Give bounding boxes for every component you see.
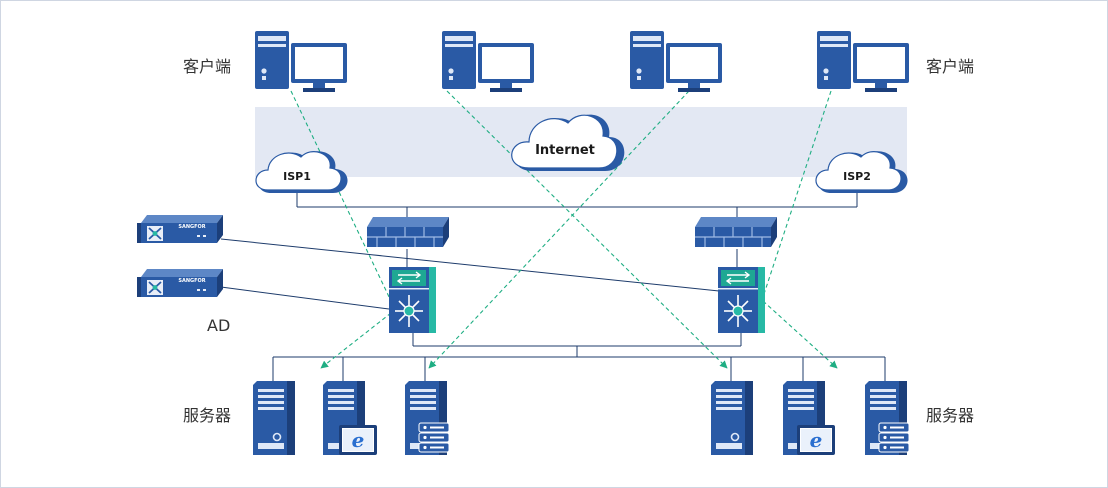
server-bus-lines [272, 333, 886, 381]
client-pc-2 [442, 31, 534, 92]
client-pc-4 [817, 31, 909, 92]
client-pc-1 [255, 31, 347, 92]
isp1-cloud [255, 151, 348, 193]
storage-badge-right [878, 422, 910, 453]
firewall-left [366, 216, 450, 248]
servers-left-label: 服务器 [183, 406, 231, 425]
appliance-1-brand: SANGFOR [178, 224, 205, 230]
firewall-right [694, 216, 778, 248]
storage-badge-left [418, 422, 450, 453]
isp1-cloud-label: ISP1 [283, 170, 311, 183]
ad-links [220, 238, 720, 310]
isp2-cloud-label: ISP2 [843, 170, 871, 183]
internet-cloud [511, 114, 625, 171]
server-1 [252, 380, 296, 456]
web-server-badge-right [797, 425, 835, 455]
internet-cloud-label: Internet [535, 143, 595, 158]
appliance-2-brand: SANGFOR [178, 278, 205, 284]
traffic-paths [290, 90, 838, 369]
isp2-cloud [815, 151, 908, 193]
clients-right-label: 客户端 [926, 57, 974, 76]
core-switch-left [388, 266, 437, 334]
server-4 [710, 380, 754, 456]
core-switch-right [717, 266, 766, 334]
ad-label: AD [207, 316, 230, 335]
web-server-badge-left [339, 425, 377, 455]
client-pc-3 [630, 31, 722, 92]
servers-right-label: 服务器 [926, 406, 974, 425]
clients-left-label: 客户端 [183, 57, 231, 76]
